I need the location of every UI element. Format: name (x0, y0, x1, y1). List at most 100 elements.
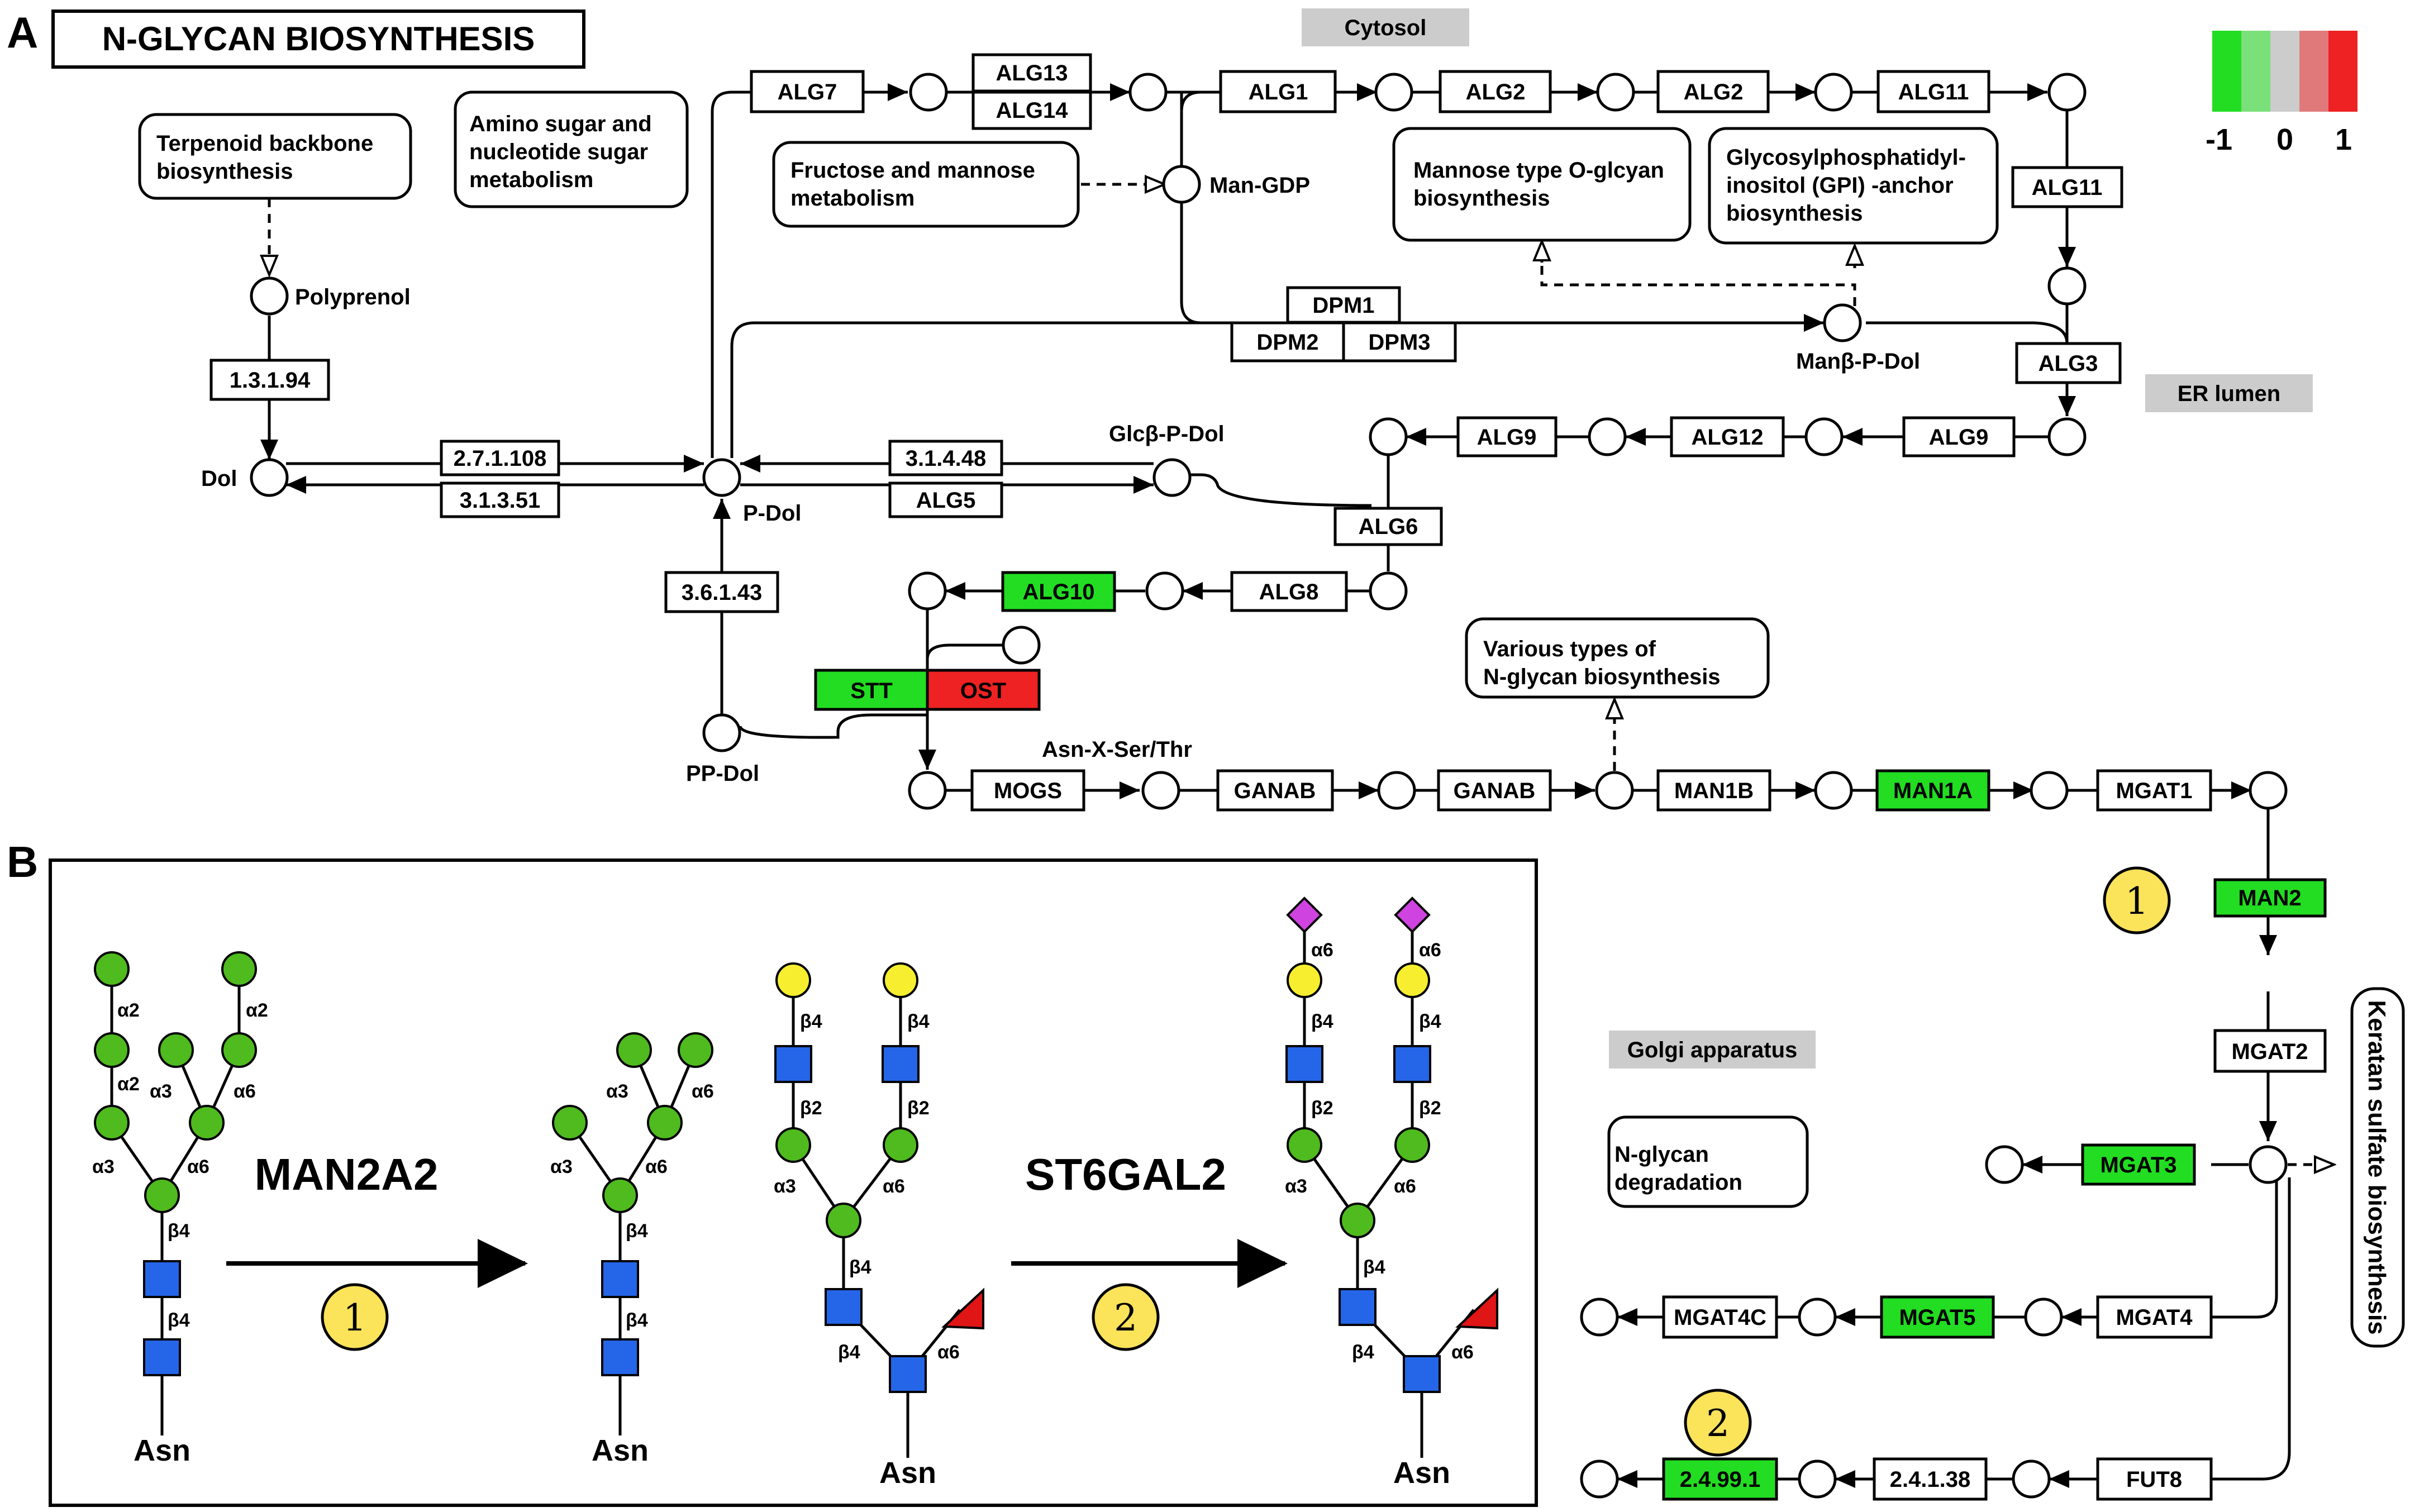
svg-text:OST: OST (960, 679, 1006, 703)
reaction-arrow-2: ST6GAL2 2 (1011, 1149, 1288, 1351)
pathway-fructose-mannose[interactable]: Fructose and mannose metabolism (772, 141, 1080, 228)
svg-text:ALG5: ALG5 (916, 488, 976, 513)
color-legend: -1 0 1 (2206, 31, 2357, 156)
enzyme-alg9-b: ALG9 (1456, 416, 1558, 457)
svg-text:DPM3: DPM3 (1368, 330, 1430, 355)
panel-b-frame (49, 858, 1538, 1507)
svg-text:DPM2: DPM2 (1256, 330, 1318, 355)
compound-asn-x-ser-thr: Asn-X-Ser/Thr (1042, 737, 1192, 762)
svg-text:α6: α6 (1311, 939, 1333, 961)
pathway-various-n-glycan[interactable]: Various types of N-glycan biosynthesis (1465, 617, 1770, 699)
svg-text:2.4.99.1: 2.4.99.1 (1680, 1467, 1761, 1492)
compound-nodes (250, 73, 2288, 1499)
legend-min: -1 (2206, 123, 2232, 156)
svg-text:ALG2: ALG2 (1684, 80, 1744, 104)
enzyme-mgat3: MGAT3 (2081, 1143, 2196, 1186)
svg-text:ALG11: ALG11 (1898, 80, 1969, 104)
enzyme-boxes[interactable]: 1.3.1.94 2.7.1.108 3.1.3.51 3.1.4.48 ALG… (209, 53, 2327, 1501)
svg-text:biosynthesis: biosynthesis (1413, 186, 1550, 211)
svg-text:α3: α3 (774, 1176, 796, 1197)
badge-2-panel-a: 2 (1684, 1389, 1752, 1457)
svg-text:STT: STT (850, 679, 893, 703)
svg-text:ALG14: ALG14 (996, 98, 1069, 123)
svg-text:3.1.3.51: 3.1.3.51 (460, 488, 541, 513)
svg-text:degradation: degradation (1614, 1170, 1742, 1195)
enzyme-alg1: ALG1 (1219, 70, 1337, 113)
svg-text:β4: β4 (168, 1220, 190, 1242)
svg-text:biosynthesis: biosynthesis (156, 159, 293, 184)
compound-man-p-dol: Manβ-P-Dol (1796, 349, 1920, 374)
enzyme-alg12: ALG12 (1670, 416, 1785, 457)
svg-text:ALG3: ALG3 (2039, 351, 2098, 376)
svg-text:β4: β4 (1352, 1342, 1374, 1363)
svg-text:MGAT4C: MGAT4C (1674, 1305, 1766, 1330)
svg-text:nucleotide sugar: nucleotide sugar (469, 140, 648, 164)
enzyme-3-6-1-43: 3.6.1.43 (664, 571, 779, 613)
enzyme-man2: MAN2 (2213, 878, 2327, 918)
enzyme-alg2-b: ALG2 (1656, 70, 1770, 113)
enzyme-2-4-1-38: 2.4.1.38 (1873, 1457, 1988, 1501)
svg-text:Mannose type O-glcyan: Mannose type O-glcyan (1413, 158, 1664, 183)
pathway-gpi-anchor[interactable]: Glycosylphosphatidyl- inositol (GPI) -an… (1708, 127, 1999, 245)
enzyme-mgat4: MGAT4 (2096, 1295, 2213, 1339)
enzyme-alg9-a: ALG9 (1902, 416, 2016, 457)
enzyme-man1a: MAN1A (1875, 769, 1990, 812)
svg-text:ALG13: ALG13 (996, 61, 1068, 85)
enzyme-mgat4c: MGAT4C (1662, 1295, 1778, 1339)
svg-text:N-glycan: N-glycan (1614, 1142, 1709, 1167)
reaction-arrow-1: MAN2A2 1 (226, 1149, 528, 1351)
compound-polyprenol: Polyprenol (295, 285, 411, 309)
glycan-structure-1: α2 α2 α2 α3 α6 α3 α6 β4 β4 Asn (92, 951, 268, 1467)
enzyme-2-4-99-1: 2.4.99.1 (1662, 1457, 1778, 1501)
svg-text:biosynthesis: biosynthesis (1726, 201, 1863, 226)
compartment-golgi: Golgi apparatus (1609, 1031, 1816, 1069)
compound-glc-p-dol: Glcβ-P-Dol (1109, 422, 1225, 446)
svg-text:α6: α6 (1394, 1176, 1416, 1197)
enzyme-label-st6gal2: ST6GAL2 (1025, 1149, 1226, 1199)
svg-text:ALG2: ALG2 (1466, 80, 1526, 104)
enzyme-dpm3: DPM3 (1342, 321, 1457, 363)
svg-text:ALG11: ALG11 (2032, 175, 2103, 200)
enzyme-alg8: ALG8 (1230, 571, 1348, 612)
svg-text:α2: α2 (117, 1000, 140, 1021)
pathway-terpenoid[interactable]: Terpenoid backbone biosynthesis (138, 113, 412, 200)
svg-text:MOGS: MOGS (994, 779, 1062, 803)
svg-text:ALG9: ALG9 (1477, 425, 1537, 450)
enzyme-ganab-2: GANAB (1437, 769, 1552, 812)
svg-text:β2: β2 (1419, 1098, 1441, 1119)
svg-text:Asn: Asn (134, 1434, 190, 1467)
pathway-keratan-sulfate[interactable]: Keratan sulfate biosynthesis (2350, 987, 2405, 1348)
glycan-structure-3: β4 β4 β2 β2 α3 α6 β4 β4 α6 Asn (774, 962, 984, 1490)
legend-max: 1 (2335, 123, 2352, 156)
panel-label-b: B (7, 837, 38, 886)
enzyme-alg5: ALG5 (888, 481, 1003, 518)
compound-pp-dol: PP-Dol (686, 761, 759, 786)
svg-text:α6: α6 (234, 1081, 256, 1102)
pathway-n-glycan-degradation[interactable]: N-glycan degradation (1607, 1115, 1809, 1208)
svg-text:Asn: Asn (879, 1456, 936, 1490)
enzyme-mogs: MOGS (970, 769, 1085, 812)
svg-text:β2: β2 (907, 1098, 930, 1119)
svg-text:inositol (GPI) -anchor: inositol (GPI) -anchor (1726, 173, 1954, 198)
svg-text:β2: β2 (1311, 1098, 1333, 1119)
enzyme-dpm2: DPM2 (1230, 321, 1345, 363)
svg-text:β4: β4 (1363, 1257, 1385, 1278)
pathway-mannose-o-glycan[interactable]: Mannose type O-glcyan biosynthesis (1392, 127, 1692, 242)
enzyme-label-man2a2: MAN2A2 (255, 1149, 439, 1199)
svg-text:Amino sugar and: Amino sugar and (469, 112, 652, 136)
enzyme-1-3-1-94: 1.3.1.94 (209, 359, 330, 401)
svg-text:β4: β4 (800, 1011, 822, 1032)
svg-text:α2: α2 (246, 1000, 268, 1021)
svg-text:MAN1A: MAN1A (1893, 779, 1973, 803)
svg-text:β4: β4 (626, 1220, 648, 1242)
pathway-amino-sugar[interactable]: Amino sugar and nucleotide sugar metabol… (454, 90, 689, 208)
badge-1-panel-a: 1 (2103, 866, 2171, 934)
svg-text:MGAT3: MGAT3 (2100, 1153, 2176, 1177)
svg-text:2: 2 (1114, 1296, 1137, 1339)
glycan-structure-2: α3 α6 α3 α6 β4 β4 Asn (550, 1032, 714, 1467)
svg-text:1: 1 (343, 1296, 366, 1339)
enzyme-ost: OST (926, 669, 1041, 711)
svg-text:β4: β4 (1311, 1011, 1333, 1032)
svg-text:α6: α6 (883, 1176, 905, 1197)
